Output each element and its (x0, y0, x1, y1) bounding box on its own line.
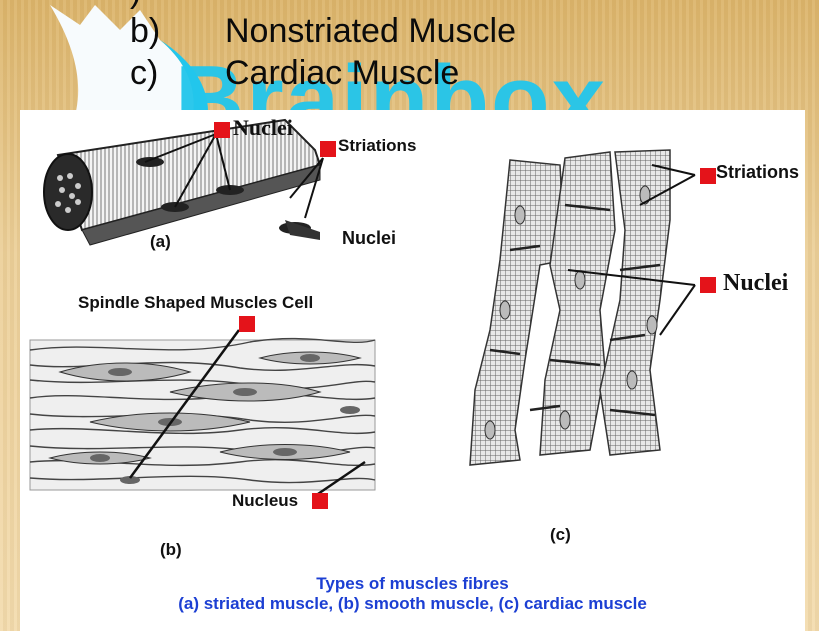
nuclei-marker-a (214, 122, 230, 138)
label-panel-c: (c) (550, 525, 571, 545)
label-nuclei-a: Nuclei (233, 115, 293, 141)
label-panel-b: (b) (160, 540, 182, 560)
striations-marker-c (700, 168, 716, 184)
label-panel-a: (a) (150, 232, 171, 252)
striations-marker-a (320, 141, 336, 157)
nuclei-marker-c (700, 277, 716, 293)
muscle-illustration (20, 110, 805, 631)
spindle-marker-b (239, 316, 255, 332)
label-spindle-cell: Spindle Shaped Muscles Cell (78, 293, 313, 313)
label-striations-c: Striations (716, 162, 799, 183)
caption-title: Types of muscles fibres (20, 574, 805, 594)
smooth-muscle-tissue (30, 330, 375, 496)
cardiac-muscle-tissue (470, 150, 695, 465)
diagram-panel: Nuclei Striations (a) Nuclei Spindle Sha… (20, 110, 805, 631)
caption-subtitle: (a) striated muscle, (b) smooth muscle, … (20, 594, 805, 614)
label-nuclei-a-bottom: Nuclei (342, 228, 396, 249)
label-nuclei-c: Nuclei (723, 270, 788, 297)
nucleus-marker-b (312, 493, 328, 509)
label-nucleus-b: Nucleus (232, 491, 298, 511)
label-striations-a: Striations (338, 136, 416, 156)
